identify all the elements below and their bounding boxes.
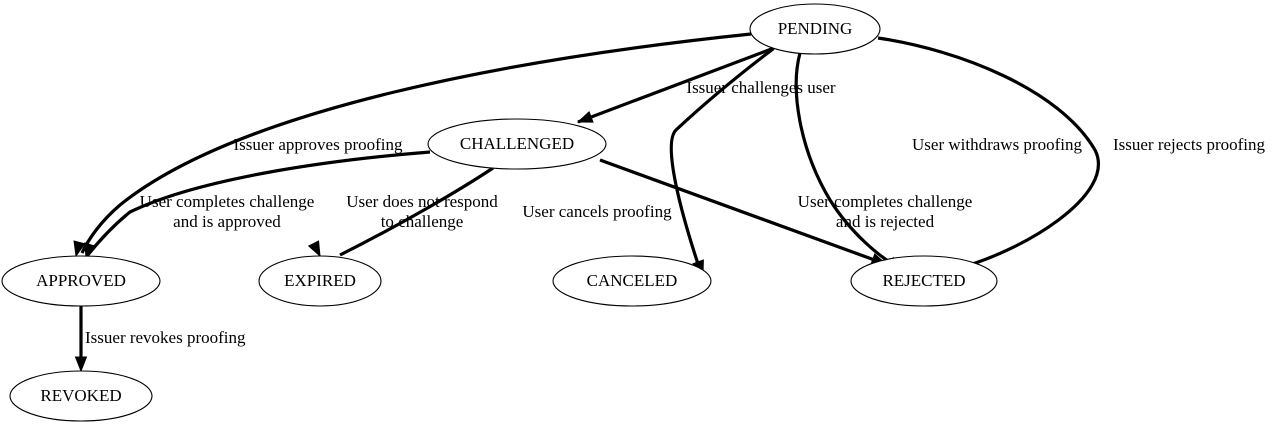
node-rejected[interactable]: REJECTED (850, 255, 998, 307)
node-revoked[interactable]: REVOKED (9, 370, 153, 422)
edge-label-line: User completes challenge (798, 192, 973, 211)
arrowhead-challenged-approved (84, 242, 97, 260)
node-ellipse-approved[interactable] (1, 255, 161, 307)
node-ellipse-revoked[interactable] (9, 370, 153, 422)
edge-label-line: User completes challenge (140, 192, 315, 211)
edge-pending-canceled (669, 47, 774, 271)
node-label-challenged: CHALLENGED (460, 134, 574, 153)
arrowhead-triangle (84, 242, 97, 260)
edge-label-line: User does not respond (346, 192, 498, 211)
node-ellipse-canceled[interactable] (552, 255, 712, 307)
edge-label-line: Issuer challenges user (686, 78, 836, 97)
edge-label-line: to challenge (381, 212, 464, 231)
node-expired[interactable]: EXPIRED (258, 255, 382, 307)
node-canceled[interactable]: CANCELED (552, 255, 712, 307)
node-ellipse-expired[interactable] (258, 255, 382, 307)
node-label-pending: PENDING (778, 19, 853, 38)
node-challenged[interactable]: CHALLENGED (427, 118, 607, 170)
edge-challenged-rejected (599, 158, 881, 264)
arrowhead-challenged-expired (307, 240, 321, 258)
node-label-rejected: REJECTED (882, 271, 965, 290)
node-ellipse-rejected[interactable] (850, 255, 998, 307)
edge-challenged-expired (339, 166, 494, 257)
edge-label-line: Issuer approves proofing (233, 135, 403, 154)
arrowhead-pending-challenged (576, 110, 594, 123)
edge-pending-challenged (577, 46, 775, 124)
node-label-canceled: CANCELED (587, 271, 678, 290)
edge-label-line: User cancels proofing (522, 202, 672, 221)
edge-label-approved-revoked: Issuer revokes proofing (85, 328, 246, 347)
node-label-expired: EXPIRED (284, 271, 356, 290)
node-label-approved: APPROVED (36, 271, 126, 290)
node-ellipse-pending[interactable] (749, 3, 881, 55)
edge-label-pending-canceled: User cancels proofing (522, 202, 672, 221)
edge-label-pending-rejected-issuer: Issuer rejects proofing (1113, 135, 1266, 154)
arrowhead-approved-revoked (74, 356, 88, 373)
edge-label-pending-approved: Issuer approves proofing (233, 135, 403, 154)
edge-pending-rejected (794, 52, 901, 270)
edge-label-line: and is approved (173, 212, 281, 231)
nodes-layer: PENDING CHALLENGED APPROVED EXPIRED CANCELED… (1, 3, 998, 422)
edge-challenged-approved (85, 150, 431, 257)
edge-label-pending-challenged: Issuer challenges user (686, 78, 836, 97)
edge-label-line: and is rejected (836, 212, 935, 231)
edge-label-line: User withdraws proofing (912, 135, 1082, 154)
node-ellipse-challenged[interactable] (427, 118, 607, 170)
node-pending[interactable]: PENDING (749, 3, 881, 55)
node-approved[interactable]: APPROVED (1, 255, 161, 307)
arrowhead-triangle (73, 240, 86, 258)
edge-label-pending-rejected: User withdraws proofing (912, 135, 1082, 154)
node-label-revoked: REVOKED (40, 386, 121, 405)
edge-label-line: Issuer revokes proofing (85, 328, 246, 347)
edge-pending-rejected-issuer (877, 36, 1100, 271)
arrowhead-triangle (576, 110, 594, 123)
edge-pending-approved (80, 32, 752, 254)
arrowhead-triangle (307, 240, 321, 258)
arrowhead-pending-approved (73, 240, 86, 258)
edge-label-line: Issuer rejects proofing (1113, 135, 1266, 154)
arrowhead-triangle (74, 356, 88, 373)
